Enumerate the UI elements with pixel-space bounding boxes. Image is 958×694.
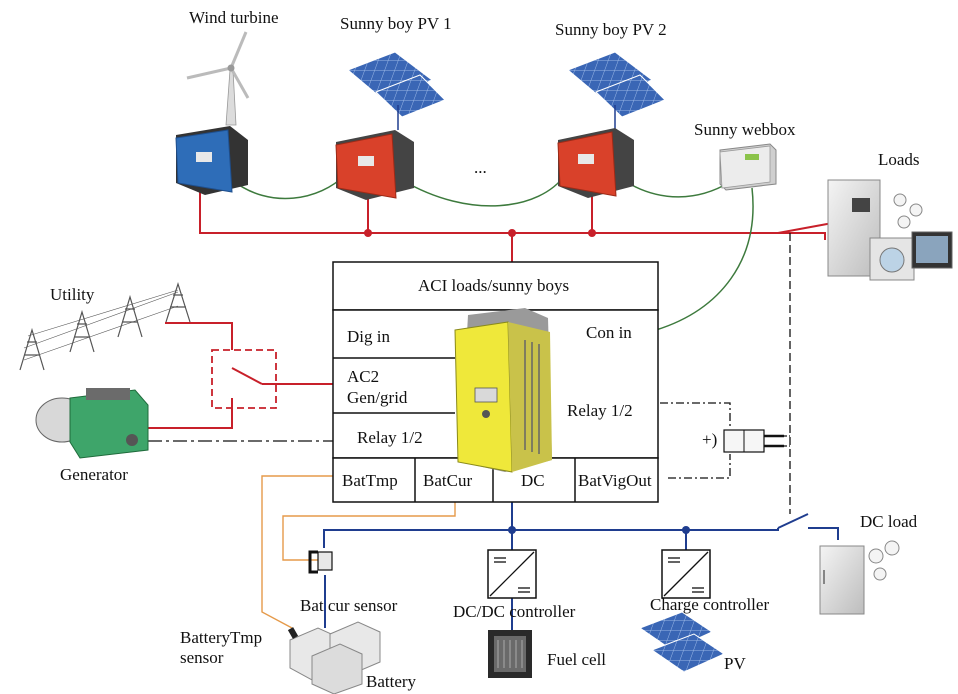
- fuel-cell-icon: [488, 630, 532, 678]
- sensor-wires: [261, 475, 456, 629]
- aci-loads-label: ACI loads/sunny boys: [418, 276, 570, 295]
- solar-panel-1-icon: [347, 51, 446, 130]
- sunny-island-unit: [454, 308, 552, 473]
- wind-turbine-icon: [186, 31, 250, 126]
- bat-tmp-label: BatTmp: [342, 471, 398, 490]
- relay-right-label: Relay 1/2: [567, 401, 633, 420]
- bat-vig-out-label: BatVigOut: [578, 471, 652, 490]
- charge-controller-icon: [661, 549, 711, 599]
- bat-cur-sensor-label: Bat cur sensor: [300, 596, 398, 615]
- sunny-webbox-label: Sunny webbox: [694, 120, 796, 139]
- con-in-label: Con in: [586, 323, 632, 342]
- solar-panel-2-icon: [567, 51, 666, 130]
- sunny-boy-2-label: Sunny boy PV 2: [555, 20, 667, 39]
- pv-array-icon: [638, 611, 726, 673]
- wind-turbine-label: Wind turbine: [189, 8, 279, 27]
- utility-towers-icon: [19, 282, 191, 371]
- sunny-boy-1-label: Sunny boy PV 1: [340, 14, 452, 33]
- dc-label: DC: [521, 471, 545, 490]
- dig-in-label: Dig in: [347, 327, 390, 346]
- comm-lines: [231, 174, 754, 331]
- battery-tmp-sensor-label: BatteryTmp sensor: [180, 628, 263, 668]
- battery-label: Battery: [366, 672, 417, 691]
- sunny-boy-2-inverter-icon: [557, 128, 634, 198]
- dc-load-label: DC load: [860, 512, 918, 531]
- loads-label: Loads: [878, 150, 920, 169]
- transfer-switch-box: [211, 349, 277, 409]
- dc-junctions: [508, 526, 690, 534]
- ac-junctions: [364, 229, 596, 237]
- dcdc-controller-icon: [487, 549, 537, 599]
- plus-minus-label: +): [702, 430, 718, 449]
- battery-icon: [287, 621, 381, 694]
- bat-cur-label: BatCur: [423, 471, 473, 490]
- sunny-boy-1-inverter-icon: [335, 130, 414, 200]
- generator-icon: [35, 388, 149, 459]
- utility-label: Utility: [50, 285, 95, 304]
- generator-label: Generator: [60, 465, 128, 484]
- bat-cur-sensor-icon: [308, 550, 333, 574]
- relay-left-label: Relay 1/2: [357, 428, 423, 447]
- loads-icon: [827, 179, 953, 281]
- dcdc-controller-label: DC/DC controller: [453, 602, 576, 621]
- ellipsis-label: ...: [474, 158, 487, 177]
- dc-bus: [323, 500, 839, 630]
- relay-lines: [148, 233, 791, 514]
- windy-boy-inverter-icon: [175, 126, 248, 195]
- dc-load-icon: [819, 540, 900, 615]
- pv-label: PV: [724, 654, 746, 673]
- sunny-webbox-icon: [719, 143, 777, 191]
- charge-controller-label: Charge controller: [650, 595, 770, 614]
- relay-plug-icon: [723, 429, 790, 453]
- fuel-cell-label: Fuel cell: [547, 650, 607, 669]
- ac2-gen-grid-label: AC2 Gen/grid: [347, 367, 408, 408]
